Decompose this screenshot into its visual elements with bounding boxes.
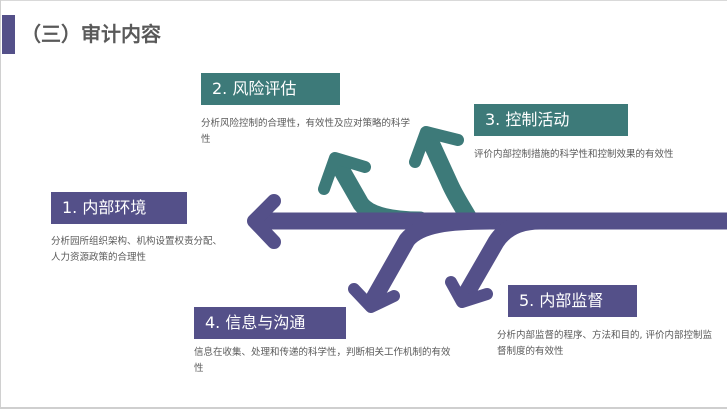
label-internal-environment: 1. 内部环境 xyxy=(51,192,187,224)
arrow-risk-assessment xyxy=(328,153,429,229)
desc-risk-assessment: 分析风险控制的合理性，有效性及应对策略的科学性 xyxy=(201,118,411,145)
desc-internal-environment: 分析园所组织架构、机构设置权责分配、人力资源政策的合理性 xyxy=(51,236,223,263)
label-risk-assessment: 2. 风险评估 xyxy=(201,73,340,105)
arrow-internal-supervision xyxy=(457,212,549,303)
label-information-communication: 4. 信息与沟通 xyxy=(194,307,346,339)
arrowhead-internal-supervision xyxy=(445,276,493,308)
slide-title: （三）审计内容 xyxy=(21,22,161,46)
arrow-information-communication xyxy=(364,212,499,309)
arrowhead-information-communication xyxy=(348,283,400,313)
label-internal-supervision: 5. 内部监督 xyxy=(508,285,637,317)
arrow-control-activities xyxy=(419,127,479,229)
frame-left-line xyxy=(0,0,1,409)
title-accent-bar xyxy=(2,15,15,54)
frame-top-line xyxy=(0,0,727,1)
label-control-activities: 3. 控制活动 xyxy=(474,104,628,136)
desc-control-activities: 评价内部控制措施的科学性和控制效果的有效性 xyxy=(474,149,674,160)
arrowhead-control-activities xyxy=(409,126,464,168)
arrowhead-internal-environment xyxy=(247,194,281,249)
desc-information-communication: 信息在收集、处理和传递的科学性，判断相关工作机制的有效性 xyxy=(194,347,451,374)
desc-internal-supervision: 分析内部监督的程序、方法和目的, 评价内部控制监督制度的有效性 xyxy=(497,330,713,357)
arrowhead-risk-assessment xyxy=(318,152,371,195)
frame-bottom-line xyxy=(0,407,727,409)
